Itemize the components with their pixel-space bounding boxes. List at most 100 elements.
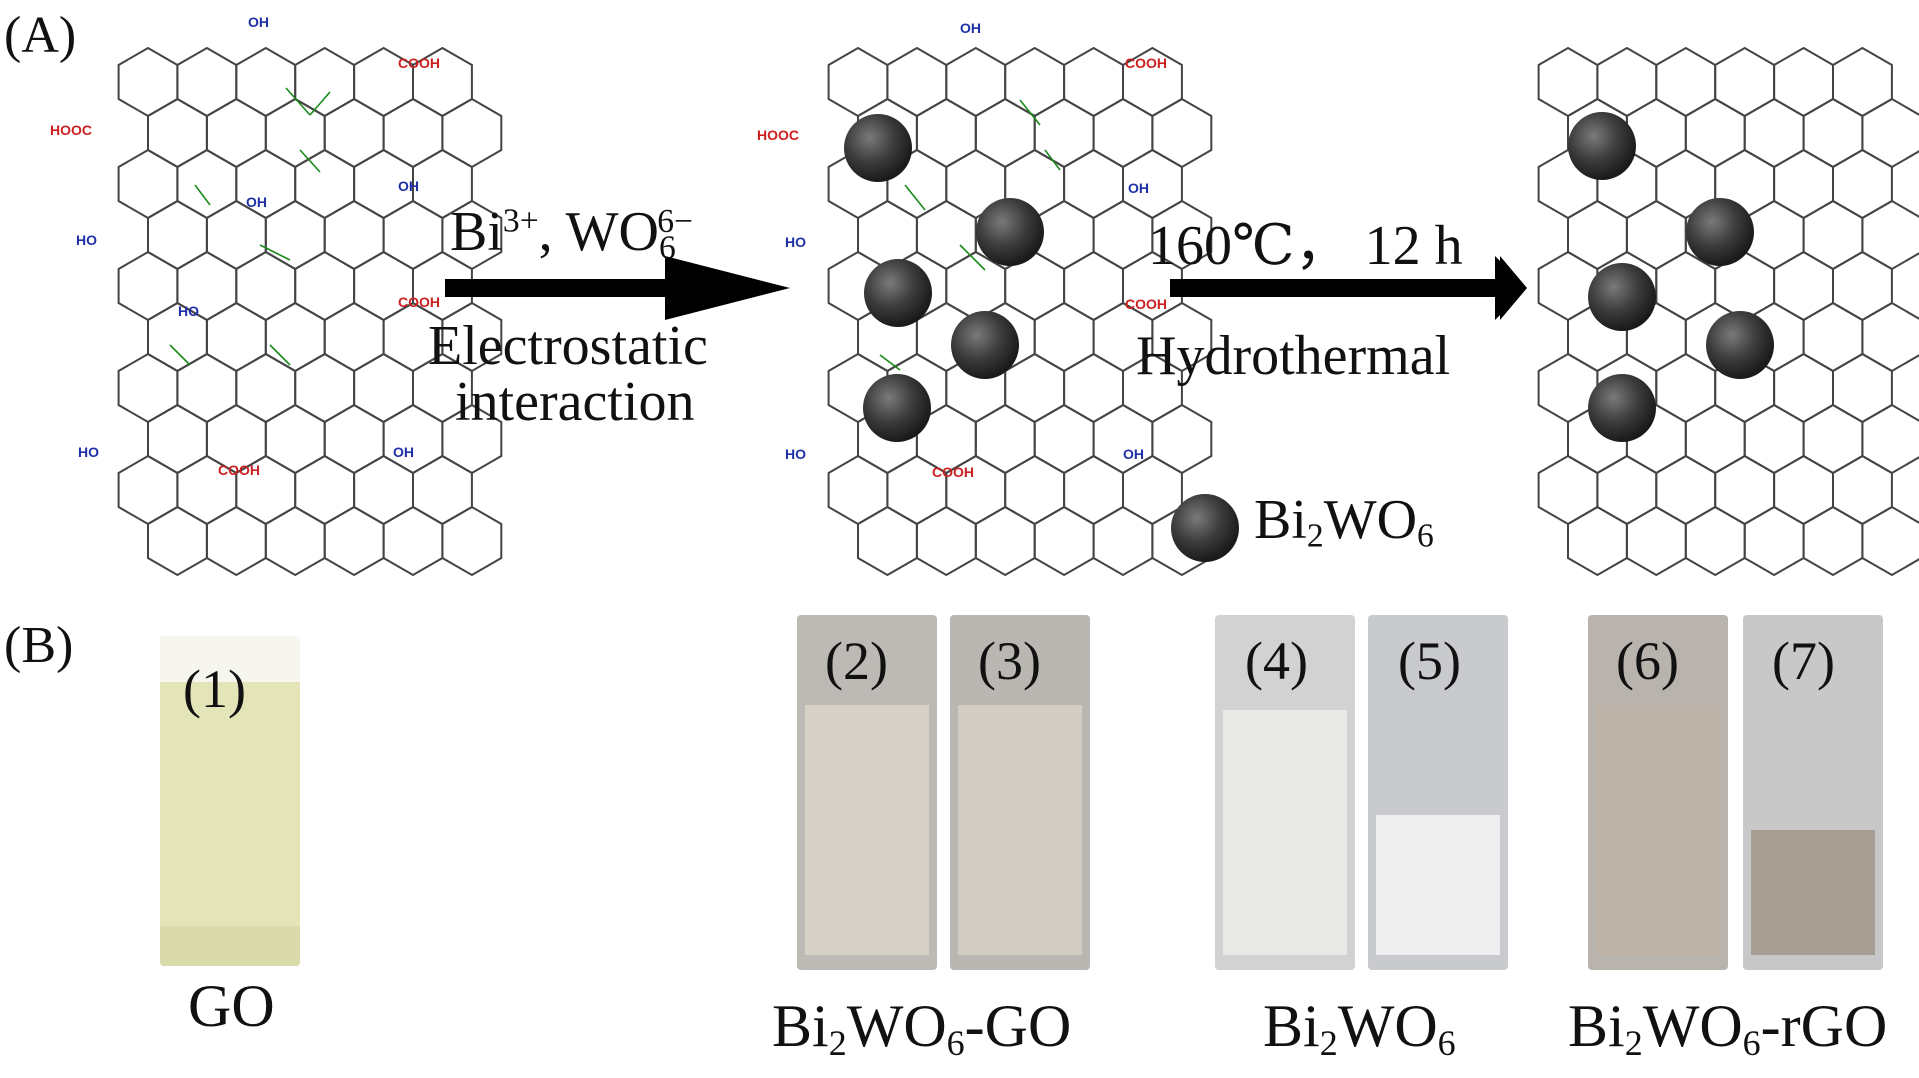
hexagon-ring bbox=[1537, 454, 1599, 526]
vial-3 bbox=[950, 615, 1090, 970]
hexagon-ring bbox=[857, 199, 918, 271]
oh-label: OH bbox=[1128, 180, 1149, 196]
hexagon-ring bbox=[323, 505, 385, 577]
hexagon-ring bbox=[1092, 199, 1154, 271]
hexagon-ring bbox=[382, 403, 444, 475]
hexagon-ring bbox=[264, 199, 326, 271]
hexagon-ring bbox=[147, 403, 208, 475]
hexagon-ring bbox=[1832, 148, 1893, 220]
hexagon-ring bbox=[294, 46, 356, 118]
hexagon-ring bbox=[1033, 97, 1095, 169]
hexagon-ring bbox=[1861, 403, 1919, 475]
vial-number: (4) bbox=[1245, 631, 1308, 691]
hexagon-ring bbox=[205, 97, 267, 169]
vial-number: (3) bbox=[978, 631, 1041, 691]
hexagon-ring bbox=[915, 199, 977, 271]
hexagon-ring bbox=[1773, 352, 1834, 424]
hexagon-ring bbox=[412, 454, 473, 526]
hexagon-ring bbox=[117, 352, 179, 424]
bi2wo6-particles-rgo bbox=[1568, 112, 1774, 442]
hexagon-ring bbox=[176, 352, 238, 424]
vial-number: (2) bbox=[825, 631, 888, 691]
hexagon-ring bbox=[1802, 505, 1864, 577]
hexagon-ring bbox=[857, 505, 918, 577]
oh-label: OH bbox=[960, 20, 981, 36]
hexagon-ring bbox=[147, 199, 208, 271]
hexagon-ring bbox=[1033, 505, 1095, 577]
hexagon-ring bbox=[353, 454, 414, 526]
hexagon-ring bbox=[1861, 301, 1919, 373]
reagents-label: Bi3+, WO66− bbox=[450, 201, 694, 267]
hooc-label: HOOC bbox=[50, 122, 92, 138]
ho-label: HO bbox=[76, 232, 97, 248]
hexagon-ring bbox=[1092, 97, 1154, 169]
hexagon-ring bbox=[294, 352, 356, 424]
hexagon-ring bbox=[353, 352, 414, 424]
hexagon-ring bbox=[117, 148, 179, 220]
hexagon-ring bbox=[323, 199, 385, 271]
hexagon-ring bbox=[1861, 97, 1919, 169]
hexagon-ring bbox=[1004, 352, 1066, 424]
bi2wo6-particles-go bbox=[844, 114, 1044, 442]
ho-label: HO bbox=[178, 303, 199, 319]
hexagon-ring bbox=[235, 352, 297, 424]
hexagon-ring bbox=[1092, 505, 1154, 577]
cooh-label: COOH bbox=[218, 462, 260, 478]
hydrothermal-label: Hydrothermal bbox=[1136, 325, 1451, 387]
hooc-label: HOOC bbox=[757, 127, 799, 143]
caption-go: GO bbox=[188, 973, 275, 1039]
hexagon-ring bbox=[235, 46, 297, 118]
hexagon-ring bbox=[382, 199, 444, 271]
hexagon-ring bbox=[1655, 352, 1717, 424]
cooh-label: COOH bbox=[398, 294, 440, 310]
ho-label: HO bbox=[785, 234, 806, 250]
hexagon-ring bbox=[1063, 46, 1124, 118]
hexagon-ring bbox=[1802, 97, 1864, 169]
cooh-label: COOH bbox=[1125, 55, 1167, 71]
hexagon-ring bbox=[117, 46, 179, 118]
hexagon-ring bbox=[1122, 454, 1183, 526]
hexagon-ring bbox=[1063, 250, 1124, 322]
hexagon-ring bbox=[382, 97, 444, 169]
hexagon-ring bbox=[945, 46, 1007, 118]
panel-label-b: (B) bbox=[4, 617, 74, 674]
oh-label: OH bbox=[246, 194, 267, 210]
hexagon-ring bbox=[1625, 199, 1687, 271]
cooh-label: COOH bbox=[1125, 296, 1167, 312]
vial-4 bbox=[1215, 615, 1355, 970]
hexagon-ring bbox=[1861, 505, 1919, 577]
hexagon-ring bbox=[1773, 46, 1834, 118]
vial-7 bbox=[1743, 615, 1883, 970]
hexagon-ring bbox=[264, 403, 326, 475]
hexagon-ring bbox=[1861, 199, 1919, 271]
hexagon-ring bbox=[323, 97, 385, 169]
hexagon-ring bbox=[323, 403, 385, 475]
hexagon-ring bbox=[1802, 199, 1864, 271]
hexagon-ring bbox=[827, 46, 889, 118]
hexagon-ring bbox=[915, 505, 977, 577]
hexagon-ring bbox=[1092, 403, 1154, 475]
hexagon-ring bbox=[176, 148, 238, 220]
hexagon-ring bbox=[264, 505, 326, 577]
hexagon-ring bbox=[294, 148, 356, 220]
hexagon-ring bbox=[176, 46, 238, 118]
hexagon-ring bbox=[1684, 97, 1746, 169]
hexagon-ring bbox=[235, 250, 297, 322]
hexagon-ring bbox=[827, 454, 889, 526]
ho-label: HO bbox=[78, 444, 99, 460]
hexagon-ring bbox=[1151, 403, 1213, 475]
hexagon-ring bbox=[264, 301, 326, 373]
ho-label: HO bbox=[785, 446, 806, 462]
hexagon-ring bbox=[205, 505, 267, 577]
hexagon-ring bbox=[1832, 46, 1893, 118]
vial-1 bbox=[160, 636, 300, 966]
arrow-hydrothermal bbox=[1170, 256, 1527, 320]
hexagon-ring bbox=[147, 505, 208, 577]
interaction-label: interaction bbox=[455, 371, 695, 433]
hexagon-ring bbox=[147, 97, 208, 169]
hexagon-ring bbox=[1832, 352, 1893, 424]
hexagon-ring bbox=[1684, 403, 1746, 475]
oh-label: OH bbox=[248, 14, 269, 30]
oh-label: OH bbox=[393, 444, 414, 460]
